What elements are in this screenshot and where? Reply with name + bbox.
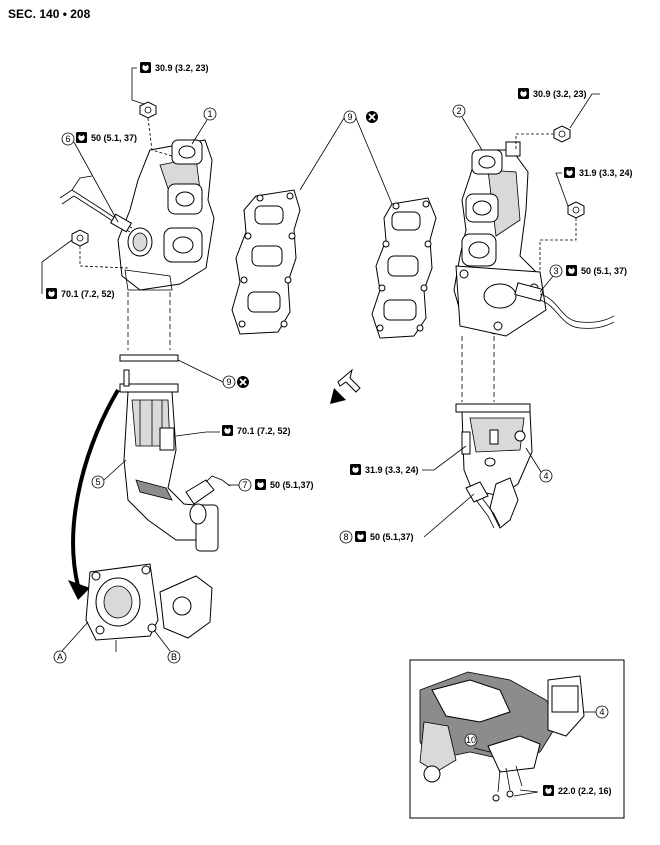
torque-label-1: 30.9 (3.2, 23) bbox=[131, 62, 209, 105]
svg-text:3: 3 bbox=[553, 266, 558, 276]
callout-6: 6 bbox=[61, 132, 119, 223]
torque-label-11: 22.0 (2.2, 16) bbox=[543, 785, 612, 796]
svg-text:70.1 (7.2, 52): 70.1 (7.2, 52) bbox=[237, 426, 291, 436]
torque-label-7: 70.1 (7.2, 52) bbox=[175, 425, 291, 437]
svg-text:70.1 (7.2, 52): 70.1 (7.2, 52) bbox=[61, 289, 115, 299]
rh-flange-top bbox=[471, 149, 503, 175]
manifold-flange-mid bbox=[167, 183, 203, 215]
svg-text:31.9 (3.3, 24): 31.9 (3.3, 24) bbox=[579, 168, 633, 178]
torque-label-8: 50 (5.1,37) bbox=[255, 479, 314, 490]
nut-lower-left bbox=[71, 229, 129, 269]
svg-text:50 (5.1, 37): 50 (5.1, 37) bbox=[91, 133, 137, 143]
nut-upper-left bbox=[139, 101, 173, 157]
section-label: SEC. 140 • 208 bbox=[8, 7, 91, 21]
manifold-flange-top bbox=[171, 139, 203, 165]
callout-9-left: 9 bbox=[177, 359, 250, 389]
torque-label-9: 31.9 (3.3, 24) bbox=[350, 445, 467, 475]
svg-text:30.9 (3.2, 23): 30.9 (3.2, 23) bbox=[155, 63, 209, 73]
oxygen-sensor-7 bbox=[185, 475, 231, 505]
callout-8: 8 bbox=[339, 493, 475, 544]
svg-text:10: 10 bbox=[466, 735, 476, 745]
svg-text:50 (5.1, 37): 50 (5.1, 37) bbox=[581, 266, 627, 276]
svg-text:2: 2 bbox=[456, 106, 461, 116]
svg-text:4: 4 bbox=[543, 471, 548, 481]
callout-9-top: 9 bbox=[343, 110, 379, 124]
gasket-9-center-right bbox=[371, 197, 437, 339]
callout-7: 7 bbox=[228, 478, 252, 492]
callout-3: 3 bbox=[539, 264, 563, 293]
svg-text:5: 5 bbox=[95, 477, 100, 487]
gasket-9-left bbox=[119, 354, 179, 393]
inset-view bbox=[409, 659, 625, 819]
svg-text:30.9 (3.2, 23): 30.9 (3.2, 23) bbox=[533, 89, 587, 99]
callout-2: 2 bbox=[452, 104, 483, 151]
svg-text:22.0 (2.2, 16): 22.0 (2.2, 16) bbox=[558, 786, 612, 796]
svg-text:A: A bbox=[57, 652, 63, 662]
torque-label-6: 50 (5.1, 37) bbox=[566, 265, 627, 276]
torque-label-5: 31.9 (3.3, 24) bbox=[555, 167, 633, 207]
catalyst-right-4 bbox=[461, 411, 533, 529]
catalyst-left-5 bbox=[123, 391, 219, 552]
callout-1: 1 bbox=[191, 107, 217, 145]
svg-text:7: 7 bbox=[242, 480, 247, 490]
nut-mid-right bbox=[539, 201, 585, 272]
gasket-9-center-left bbox=[231, 189, 301, 335]
view-arrow bbox=[68, 388, 120, 600]
svg-text:9: 9 bbox=[226, 377, 231, 387]
oxygen-sensor-8 bbox=[465, 481, 501, 529]
oxygen-sensor-3 bbox=[514, 282, 615, 329]
rh-flange-mid bbox=[465, 193, 499, 223]
manifold-flange-low bbox=[163, 227, 203, 263]
leader-9-top bbox=[299, 117, 393, 205]
callout-10: 10 bbox=[464, 733, 478, 747]
right-exhaust-manifold bbox=[453, 141, 547, 337]
svg-text:8: 8 bbox=[343, 532, 348, 542]
front-arrow bbox=[330, 368, 361, 404]
svg-text:31.9 (3.3, 24): 31.9 (3.3, 24) bbox=[365, 465, 419, 475]
callout-4-inset: 4 bbox=[595, 705, 609, 719]
svg-text:6: 6 bbox=[65, 134, 70, 144]
callout-A: A bbox=[53, 621, 89, 664]
svg-text:50 (5.1,37): 50 (5.1,37) bbox=[270, 480, 314, 490]
torque-label-2: 30.9 (3.2, 23) bbox=[518, 88, 600, 129]
oxygen-sensor-6 bbox=[59, 175, 133, 233]
gasket-right bbox=[455, 403, 531, 413]
detail-view-ab bbox=[85, 563, 213, 652]
nut-upper-right bbox=[515, 125, 571, 150]
svg-text:1: 1 bbox=[207, 109, 212, 119]
callout-4: 4 bbox=[525, 447, 553, 483]
left-exhaust-manifold bbox=[117, 139, 215, 291]
svg-text:50 (5.1,37): 50 (5.1,37) bbox=[370, 532, 414, 542]
callout-5: 5 bbox=[91, 459, 127, 489]
rh-flange-low bbox=[461, 233, 497, 267]
callout-B: B bbox=[153, 629, 181, 664]
svg-text:4: 4 bbox=[599, 707, 604, 717]
torque-label-10: 50 (5.1,37) bbox=[355, 531, 414, 542]
torque-label-4: 70.1 (7.2, 52) bbox=[41, 239, 115, 299]
svg-text:9: 9 bbox=[347, 112, 352, 122]
torque-label-3: 50 (5.1, 37) bbox=[76, 132, 137, 143]
svg-text:B: B bbox=[171, 652, 177, 662]
